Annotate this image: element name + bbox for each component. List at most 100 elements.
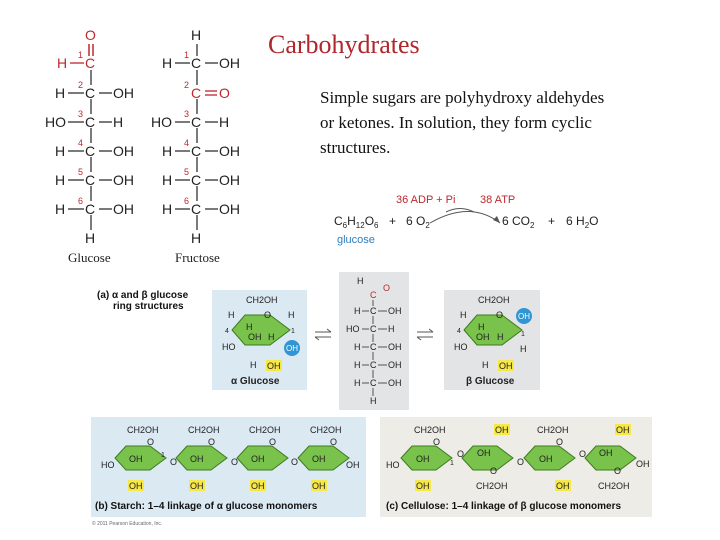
glucose-label: Glucose — [68, 250, 111, 265]
glucose-r4-c: C — [85, 143, 95, 159]
beta-ch2oh: CH2OH — [478, 295, 510, 305]
glucose-r5-c: C — [85, 172, 95, 188]
linear-r1-left: H — [354, 306, 361, 316]
fructose-r4-left: H — [162, 143, 172, 159]
linear-r3-left: H — [354, 342, 361, 352]
fructose-r5-left: H — [162, 172, 172, 188]
alpha-h5: H — [250, 360, 257, 370]
glucose-bottom-h: H — [85, 230, 95, 246]
cell-ho: HO — [386, 460, 400, 470]
alpha-oh2: OH — [267, 361, 281, 371]
cell-o-3: O — [556, 437, 563, 447]
glucose-word: glucose — [337, 234, 375, 246]
alpha-h2: H — [268, 332, 275, 342]
cell-ring-4 — [584, 445, 637, 471]
reaction-atp: 38 ATP — [480, 194, 515, 206]
linear-r2-left: HO — [346, 324, 360, 334]
starch-ch2oh-2: CH2OH — [188, 425, 220, 435]
beta-o: O — [496, 310, 503, 320]
glucose-r5-num: 5 — [78, 167, 83, 177]
glucose-chain: O H C 1 H C OH 2 HO C H 3 H C OH 4 H C O… — [45, 27, 134, 265]
alpha-oh-anomeric: OH — [286, 344, 298, 353]
equilibrium-arrows-right — [416, 328, 434, 341]
cell-oh-1: OH — [416, 454, 430, 464]
beta-h2: H — [497, 332, 504, 342]
cell-o-4: O — [614, 466, 621, 476]
water: 6 H2O — [566, 214, 598, 230]
fructose-r1-right: OH — [219, 55, 240, 71]
linear-r5-c: C — [370, 378, 377, 388]
linear-r4-left: H — [354, 360, 361, 370]
linear-r1-right: OH — [388, 306, 402, 316]
starch-oh-2: OH — [190, 454, 204, 464]
cell-link-o-3: O — [579, 449, 586, 459]
fructose-r5-num: 5 — [184, 167, 189, 177]
starch-ch2oh-4: CH2OH — [310, 425, 342, 435]
fructose-r6-c: C — [191, 201, 201, 217]
cell-o-1: O — [433, 437, 440, 447]
linear-r3-right: OH — [388, 342, 402, 352]
glucose-r4-num: 4 — [78, 138, 83, 148]
fructose-r6-num: 6 — [184, 196, 189, 206]
cell-link-o-1: O — [457, 449, 464, 459]
fructose-bottom-h: H — [191, 230, 201, 246]
fructose-r5-c: C — [191, 172, 201, 188]
linear-rows: H C OH HO C H H C OH H C OH H C OH H — [346, 306, 402, 406]
starch-link-o-1: O — [170, 457, 177, 467]
starch-ho: HO — [101, 460, 115, 470]
starch-oh-4: OH — [312, 454, 326, 464]
slide-title: Carbohydrates — [268, 30, 420, 59]
starch-oh-y4: OH — [312, 481, 326, 491]
starch-o-4: O — [330, 437, 337, 447]
cell-ch2oh-4: CH2OH — [598, 481, 630, 491]
glucose-r1-num: 1 — [78, 50, 83, 60]
glucose-r6-right: OH — [113, 201, 134, 217]
fructose-r4-num: 4 — [184, 138, 189, 148]
glucose-bonds — [68, 70, 112, 230]
beta-n1: 1 — [521, 331, 525, 338]
starch-ch2oh-3: CH2OH — [249, 425, 281, 435]
glucose-r6-left: H — [55, 201, 65, 217]
starch-ring-1 — [114, 445, 167, 471]
beta-oh-yellow — [498, 360, 514, 371]
starch-link-o-2: O — [231, 457, 238, 467]
linear-box — [339, 272, 409, 410]
alpha-h1: H — [246, 322, 253, 332]
glucose-r4-right: OH — [113, 143, 134, 159]
respiration-reaction: 36 ADP + Pi 38 ATP C6H12O6 + 6 O2 6 CO2 … — [334, 194, 598, 246]
panel-a-caption-1: (a) α and β glucose — [97, 290, 189, 301]
fructose-label: Fructose — [175, 250, 220, 265]
panel-b: CH2OH O OH HO OH 1 O 4 CH2OH O OH OH O C… — [91, 417, 366, 517]
starch-caption: (b) Starch: 1–4 linkage of α glucose mon… — [95, 501, 318, 512]
glucose-r2-c: C — [85, 85, 95, 101]
glucose-r2-left: H — [55, 85, 65, 101]
starch-o-2: O — [208, 437, 215, 447]
fructose-r2-c: C — [191, 85, 201, 101]
cell-ring-2 — [461, 445, 514, 471]
linear-bonds — [362, 300, 387, 396]
fructose-r3-right: H — [219, 114, 229, 130]
alpha-n4: 4 — [225, 328, 229, 335]
plus-1: + — [389, 214, 396, 228]
equilibrium-arrows-left — [314, 328, 332, 341]
linear-r5-right: OH — [388, 378, 402, 388]
cell-ch2oh-3: CH2OH — [537, 425, 569, 435]
starch-oh-y2: OH — [190, 481, 204, 491]
beta-oh1: OH — [476, 332, 490, 342]
cell-ring-1 — [400, 445, 453, 471]
linear-r1-c: C — [370, 306, 377, 316]
glucose-r3-num: 3 — [78, 109, 83, 119]
linear-r4-right: OH — [388, 360, 402, 370]
fructose-r6-left: H — [162, 201, 172, 217]
alpha-n1: 1 — [291, 328, 295, 335]
plus-2: + — [548, 214, 555, 228]
glucose-r1-c: C — [85, 55, 95, 71]
glucose-r4-left: H — [55, 143, 65, 159]
panel-a: (a) α and β glucose ring structures CH2O… — [97, 272, 540, 410]
beta-h4: H — [520, 344, 527, 354]
alpha-label: α Glucose — [231, 376, 280, 387]
fructose-r1-c: C — [191, 55, 201, 71]
glucose-r3-c: C — [85, 114, 95, 130]
cellulose-caption: (c) Cellulose: 1–4 linkage of β glucose … — [386, 501, 621, 512]
